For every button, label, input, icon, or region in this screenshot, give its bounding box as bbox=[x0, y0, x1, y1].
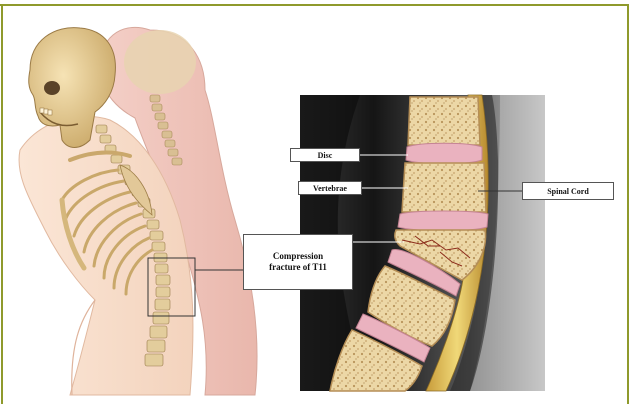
vertebra-1 bbox=[408, 97, 480, 145]
disc-label: Disc bbox=[290, 148, 360, 162]
compression-fracture-label: Compression fracture of T11 bbox=[243, 234, 353, 290]
compression-label-line2: fracture of T11 bbox=[269, 262, 327, 273]
eye-socket bbox=[44, 81, 60, 95]
back-skull bbox=[124, 30, 196, 94]
vertebrae-label: Vertebrae bbox=[298, 181, 362, 195]
disc-1 bbox=[406, 143, 482, 164]
spinal-cord-label: Spinal Cord bbox=[522, 182, 614, 200]
disc-2 bbox=[398, 211, 488, 231]
compression-label-line1: Compression bbox=[273, 251, 323, 262]
vertebra-2 bbox=[402, 163, 486, 212]
